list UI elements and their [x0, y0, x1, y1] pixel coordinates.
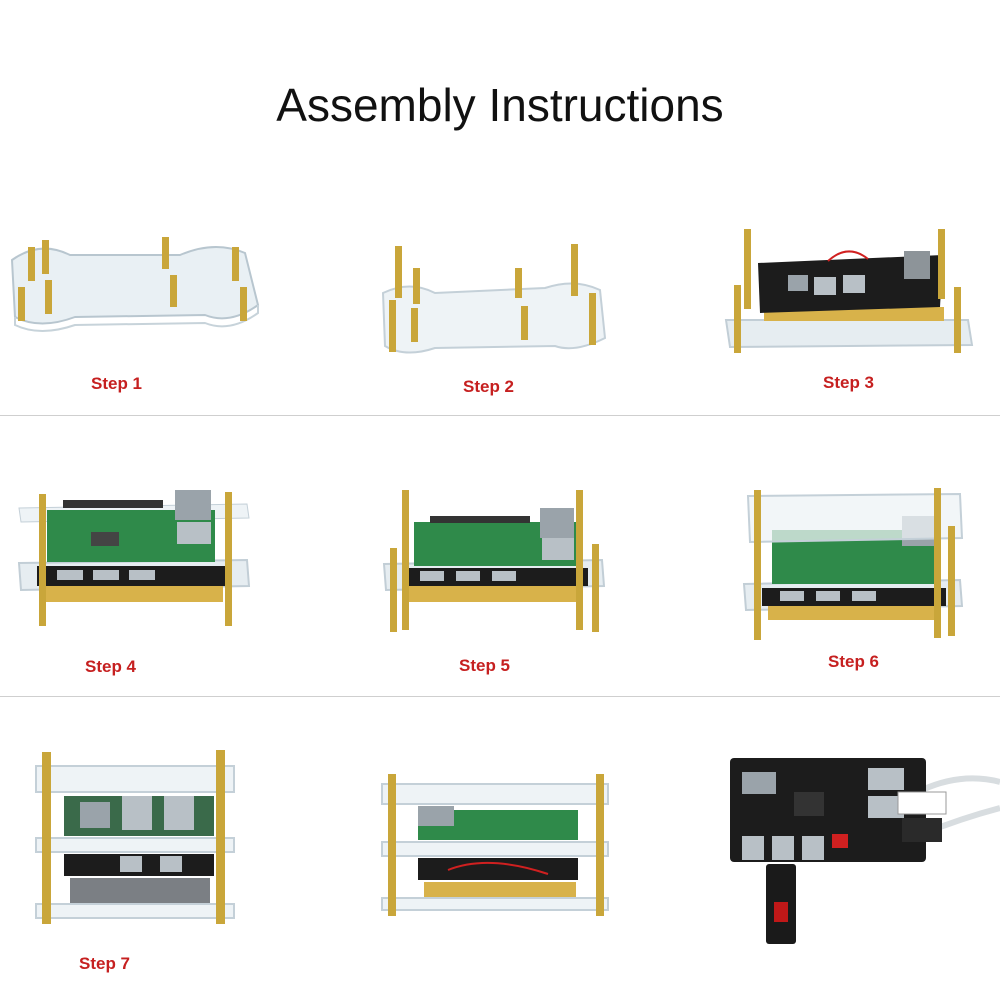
step-1-image [0, 225, 270, 345]
step-7-image-side [378, 770, 614, 920]
step-2-label: Step 2 [463, 377, 515, 396]
step-5-image [380, 490, 610, 640]
step-7-label: Step 7 [79, 954, 131, 973]
row-divider-1 [0, 415, 1000, 416]
step-7-image-board [722, 752, 1000, 950]
step-6-image [738, 486, 970, 646]
step-1-label: Step 1 [91, 374, 143, 393]
step-4-label: Step 4 [85, 657, 137, 676]
step-4-image [15, 478, 255, 643]
page-title: Assembly Instructions [276, 79, 724, 131]
step-6-label: Step 6 [828, 652, 880, 671]
step-7-image-front [30, 748, 240, 928]
row-divider-2 [0, 696, 1000, 697]
step-2-image [375, 238, 615, 360]
step-3-image [718, 225, 980, 360]
step-5-label: Step 5 [459, 656, 511, 675]
step-3-label: Step 3 [823, 373, 875, 392]
